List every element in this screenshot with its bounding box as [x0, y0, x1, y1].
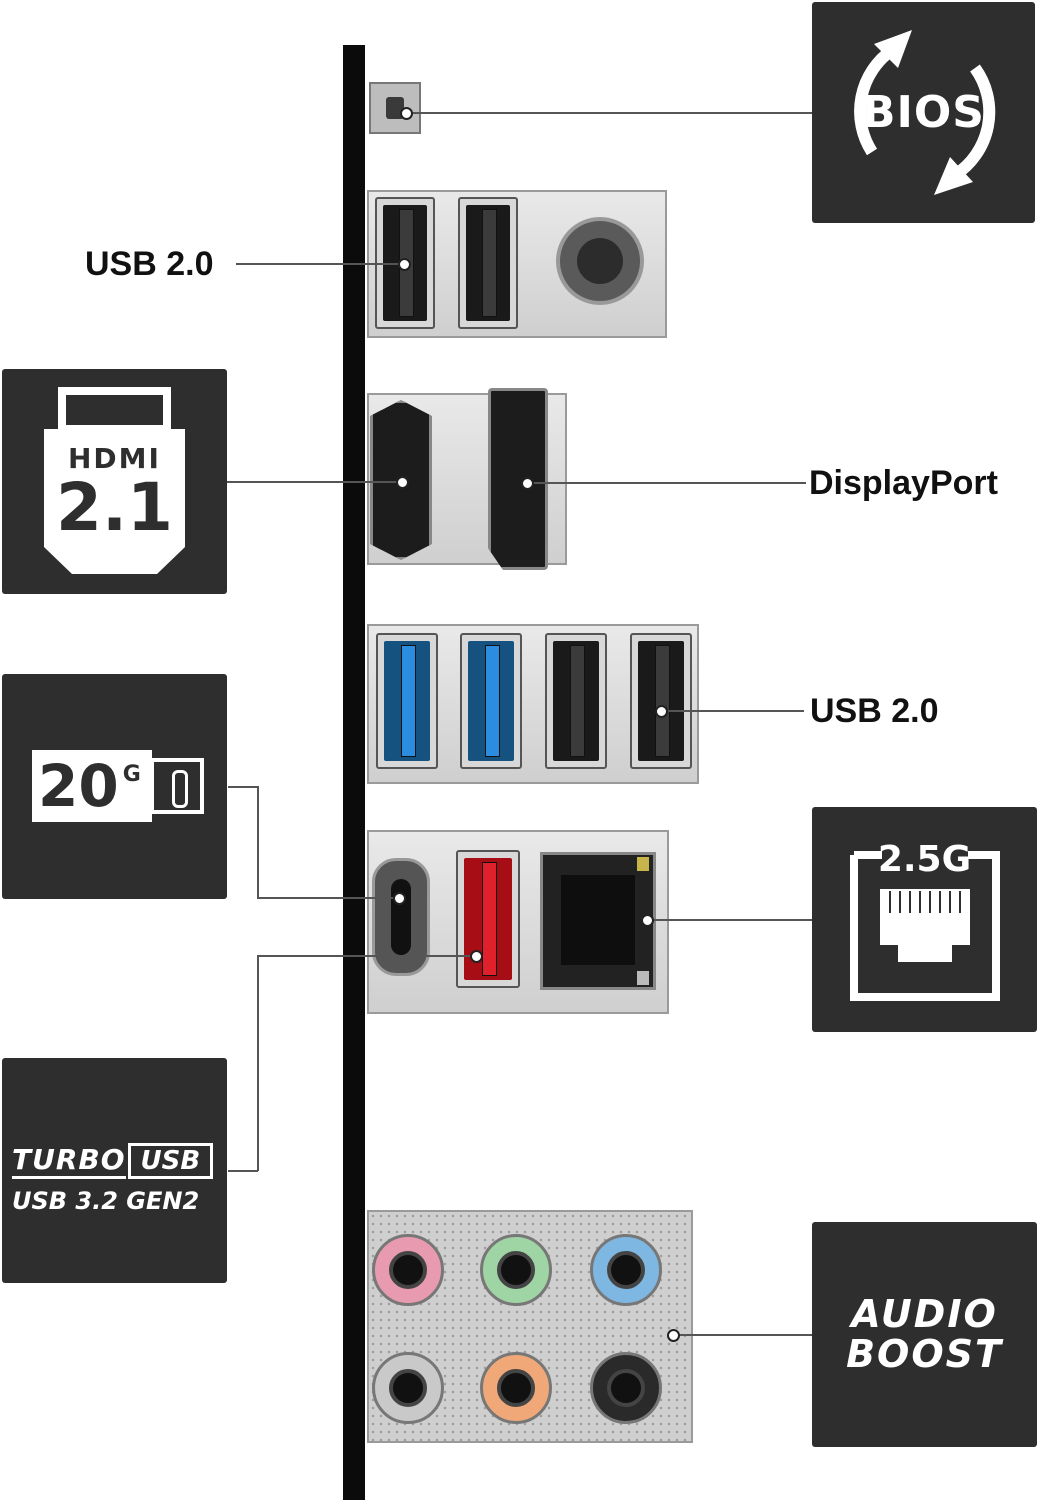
hdmi-leader-line — [227, 481, 403, 483]
audio-boost-tile: AUDIO BOOST — [812, 1222, 1037, 1447]
usbc-leader-line-b — [257, 786, 259, 898]
io-panel-spine — [343, 45, 365, 1500]
usbc-leader-dot — [393, 892, 406, 905]
hdmi-tile: HDMI 2.1 — [2, 369, 227, 594]
usbc-leader-line-c — [257, 897, 400, 899]
hdmi-connector-icon — [44, 387, 185, 574]
audio-jack-blue — [590, 1234, 662, 1306]
usb-c-icon: 20 G — [32, 750, 204, 822]
bios-leader-dot — [400, 107, 413, 120]
displayport-leader-line — [528, 482, 806, 484]
bios-tile: BIOS — [812, 2, 1035, 223]
turbo-usb-badge: USB — [127, 1142, 214, 1179]
usb20-top-label: USB 2.0 — [85, 245, 214, 283]
hdmi-tile-version: 2.1 — [56, 469, 173, 546]
usb2-port-3 — [545, 633, 607, 769]
usb20-mid-leader-line — [662, 710, 804, 712]
bios-label: BIOS — [861, 87, 985, 138]
usb3-port-1 — [376, 633, 438, 769]
displayport-label: DisplayPort — [809, 464, 998, 502]
bios-leader-line — [408, 112, 812, 114]
turbo-label: TURBO — [12, 1143, 126, 1179]
turbo-leader-dot — [470, 950, 483, 963]
usb3-port-2 — [460, 633, 522, 769]
audio-jack-pink — [372, 1234, 444, 1306]
ps2-port — [556, 217, 644, 305]
audio-leader-dot — [667, 1329, 680, 1342]
audio-boost-line1: AUDIO — [851, 1291, 998, 1336]
usb20-mid-leader-dot — [655, 705, 668, 718]
turbo-leader-line-b — [257, 955, 259, 1171]
bios-flashback-button — [369, 82, 421, 134]
turbo-usb-tile: TURBO USB USB 3.2 GEN2 — [2, 1058, 227, 1283]
usbc-speed-unit: G — [122, 762, 141, 787]
usbc-20g-tile: 20 G — [2, 674, 227, 899]
usbc-leader-line-a — [228, 786, 258, 788]
audio-boost-line2: BOOST — [846, 1331, 1003, 1376]
audio-jack-black — [590, 1352, 662, 1424]
audio-leader-line — [675, 1334, 812, 1336]
lan-speed: 2.5G — [877, 839, 972, 880]
usb2-port-2 — [458, 197, 518, 329]
ethernet-port — [540, 852, 656, 990]
usb20-mid-label: USB 2.0 — [810, 692, 939, 730]
lan-leader-dot — [641, 914, 654, 927]
turbo-usb-port — [456, 850, 520, 988]
usb-c-port — [372, 858, 430, 976]
usbc-speed: 20 — [38, 752, 119, 820]
lan-leader-line — [648, 919, 812, 921]
audio-jack-orange — [480, 1352, 552, 1424]
lan-tile: 2.5G — [812, 807, 1037, 1032]
displayport-leader-dot — [521, 477, 534, 490]
ethernet-port-icon — [850, 851, 1000, 1001]
usb20-top-leader-line — [236, 263, 405, 265]
usb20-top-leader-dot — [398, 258, 411, 271]
hdmi-leader-dot — [396, 476, 409, 489]
turbo-usb-spec: USB 3.2 GEN2 — [12, 1186, 200, 1215]
usb2-port-4 — [630, 633, 692, 769]
hdmi-tile-title: HDMI — [68, 442, 161, 475]
displayport-port — [488, 388, 548, 570]
refresh-arrows-icon — [854, 30, 996, 195]
audio-jack-green — [480, 1234, 552, 1306]
turbo-leader-line-c — [257, 955, 477, 957]
turbo-leader-line-a — [228, 1170, 258, 1172]
audio-jack-gray — [372, 1352, 444, 1424]
